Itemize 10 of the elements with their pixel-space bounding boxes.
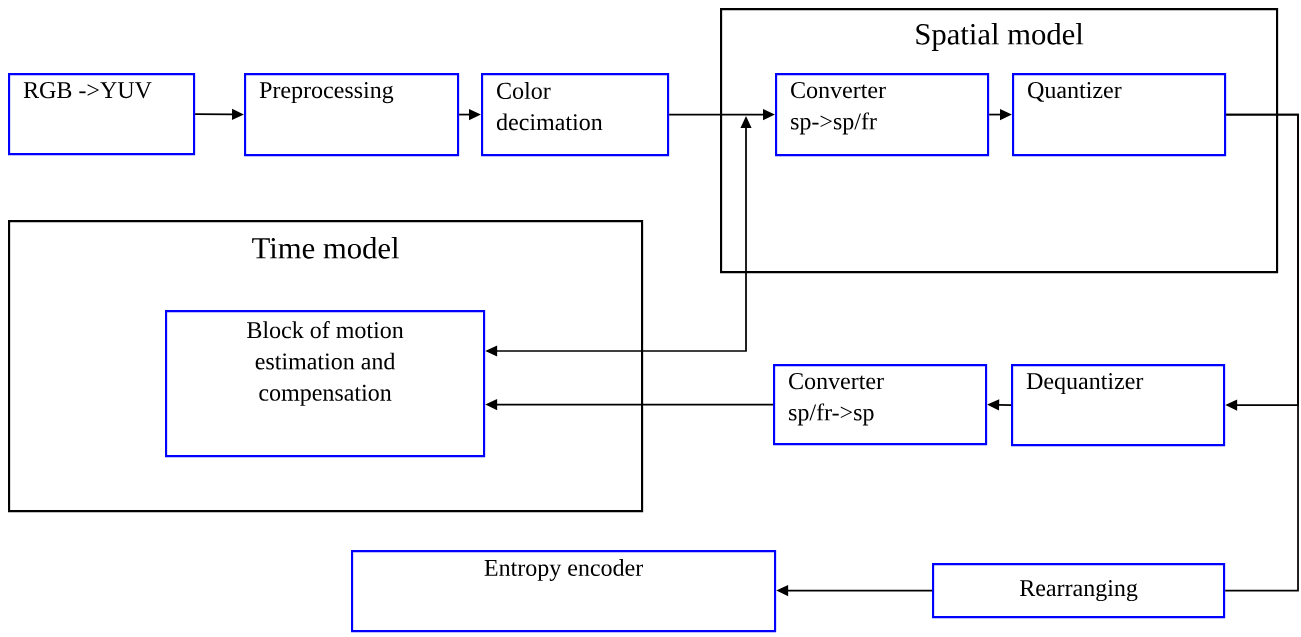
process-box: RGB ->YUV xyxy=(8,73,196,156)
process-box: Converter sp/fr->sp xyxy=(773,364,988,446)
process-box: Converter sp->sp/fr xyxy=(775,73,990,157)
process-box: Quantizer xyxy=(1012,73,1227,157)
process-box: Entropy encoder xyxy=(351,550,777,633)
process-box: Rearranging xyxy=(932,563,1226,619)
process-box: Dequantizer xyxy=(1011,364,1226,447)
process-box: Preprocessing xyxy=(244,73,460,157)
process-box: Block of motion estimation and compensation xyxy=(165,310,486,458)
process-box: Color decimation xyxy=(481,73,670,157)
